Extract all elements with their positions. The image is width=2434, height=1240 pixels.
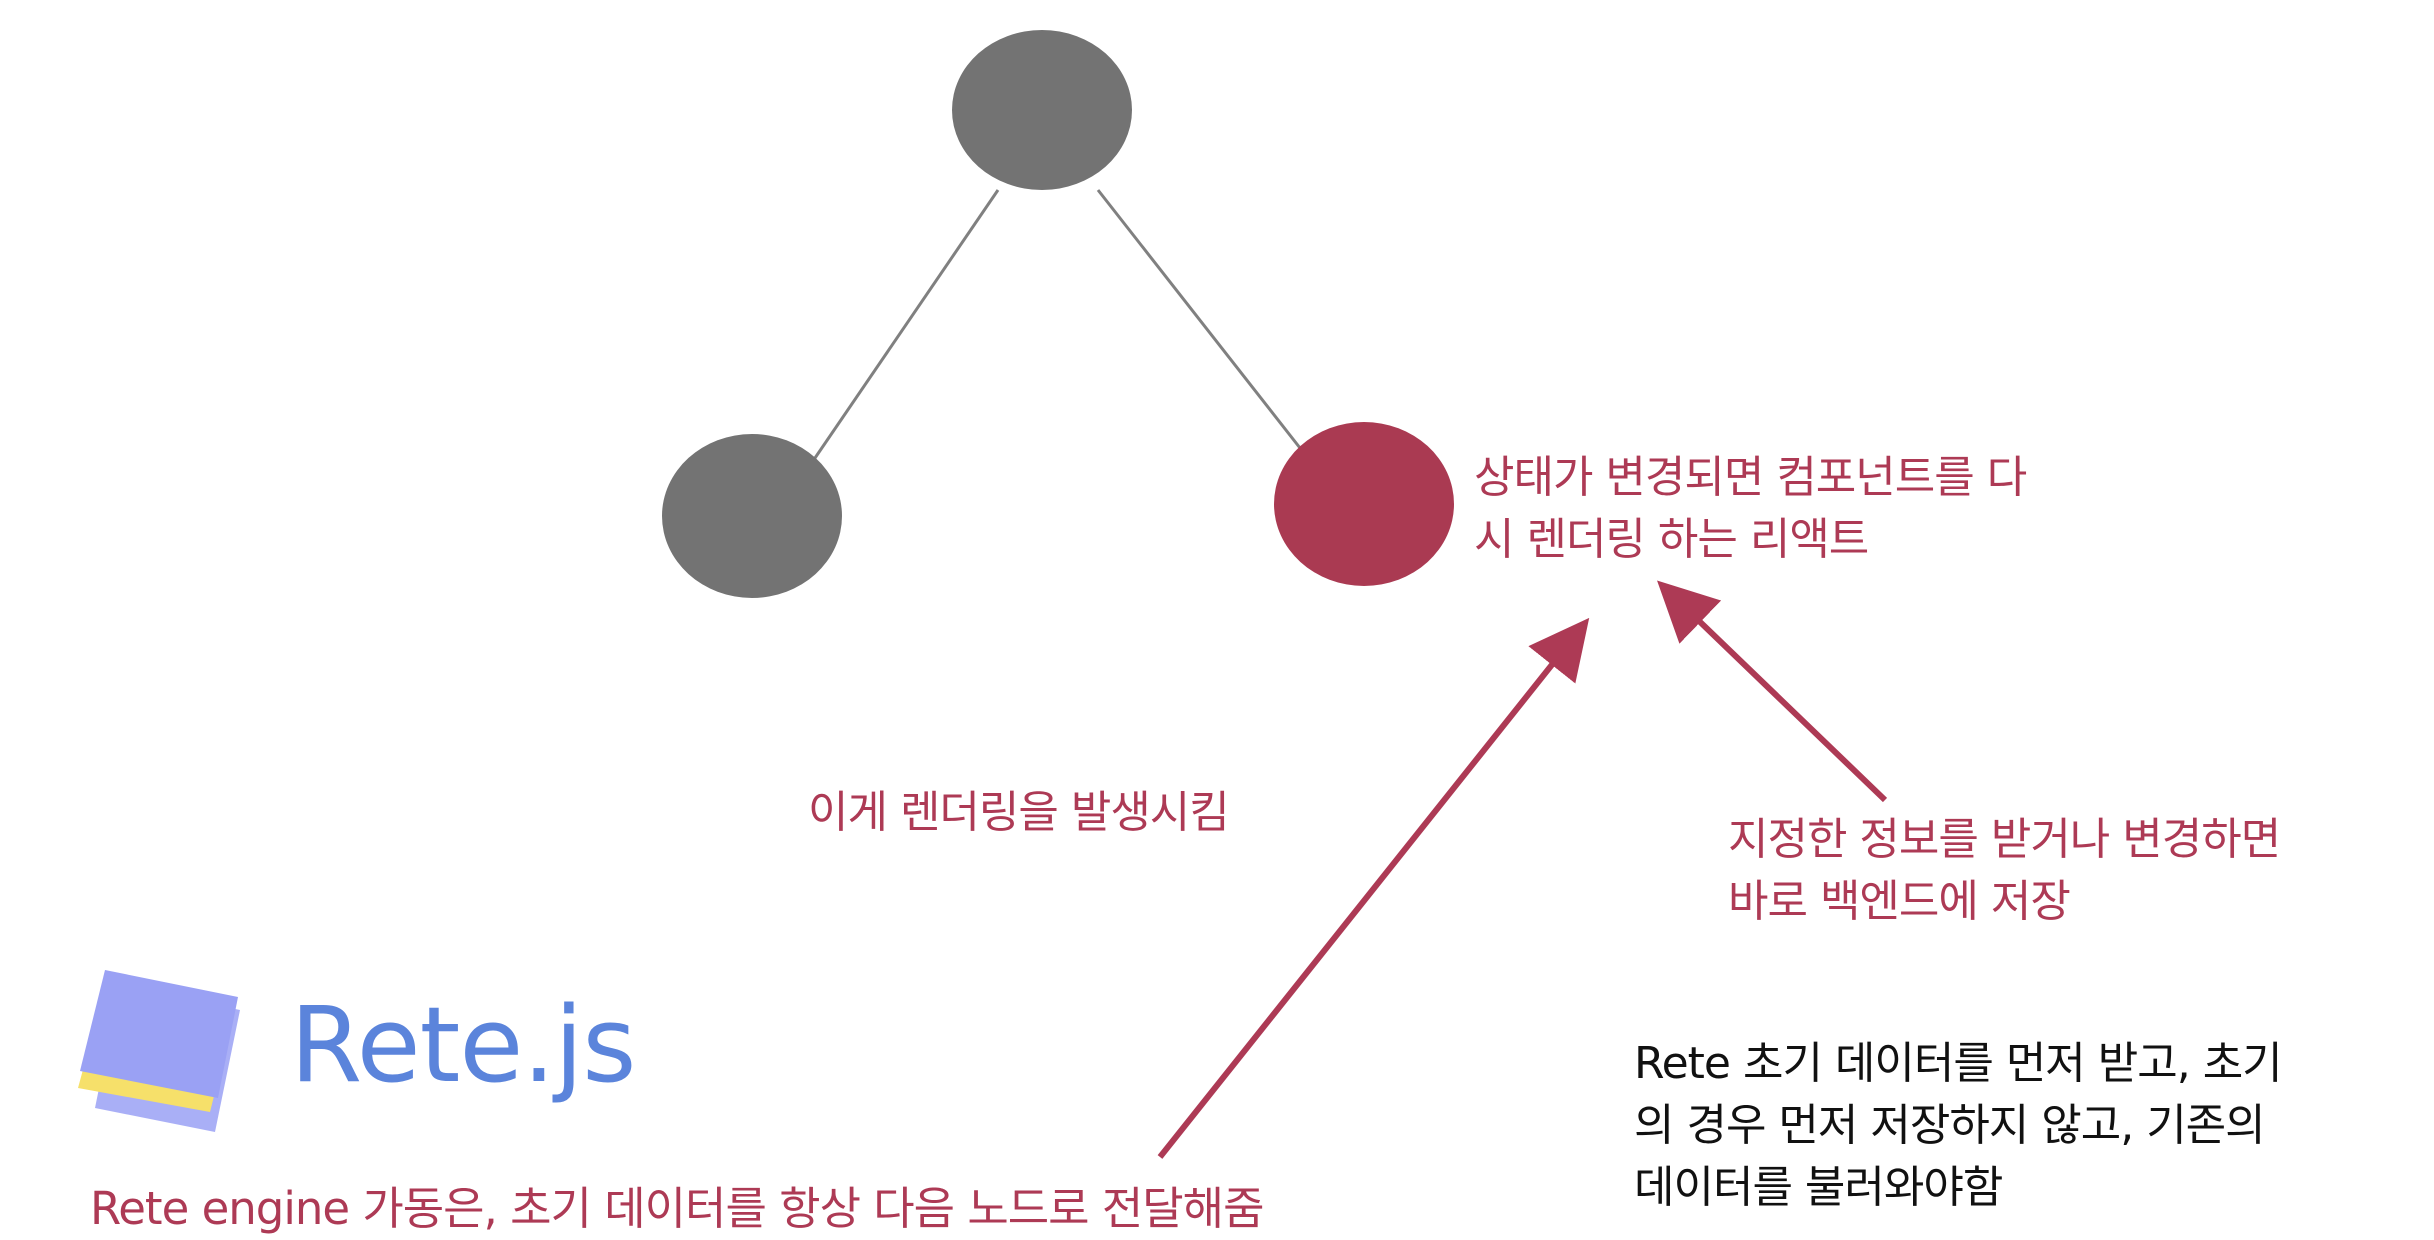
react-rerender-line-1: 상태가 변경되면 컴포넌트를 다 <box>1474 452 2027 503</box>
save-to-backend-annotation: 지정한 정보를 받거나 변경하면 바로 백엔드에 저장 <box>1728 809 2281 933</box>
initial-data-note-line-3: 데이터를 불러와야함 <box>1634 1162 2003 1213</box>
triggers-rendering-annotation: 이게 렌더링을 발생시킴 <box>808 787 1230 838</box>
initial-data-note-line-1: Rete 초기 데이터를 먼저 받고, 초기 <box>1634 1038 2283 1089</box>
tree-node-left <box>662 434 842 598</box>
initial-data-note: Rete 초기 데이터를 먼저 받고, 초기 의 경우 먼저 저장하지 않고, … <box>1634 1033 2283 1219</box>
arrow-engine-to-react <box>1157 617 1590 1159</box>
tree-node-right-highlighted <box>1274 422 1454 586</box>
react-rerender-annotation: 상태가 변경되면 컴포넌트를 다 시 렌더링 하는 리액트 <box>1474 447 2027 571</box>
react-rerender-line-2: 시 렌더링 하는 리액트 <box>1474 514 1869 565</box>
tree-node-root <box>952 30 1132 190</box>
rete-layers-icon <box>78 970 240 1132</box>
engine-note: Rete engine 가동은, 초기 데이터를 항상 다음 노드로 전달해줌 <box>90 1182 1264 1235</box>
rete-js-logo-text: Rete.js <box>290 984 636 1106</box>
edge-root-right <box>1096 189 1302 449</box>
save-to-backend-line-1: 지정한 정보를 받거나 변경하면 <box>1728 814 2281 865</box>
edge-root-left <box>813 189 1000 459</box>
arrow-backend-to-react <box>1657 580 1888 803</box>
initial-data-note-line-2: 의 경우 먼저 저장하지 않고, 기존의 <box>1634 1100 2266 1151</box>
save-to-backend-line-2: 바로 백엔드에 저장 <box>1728 876 2071 927</box>
